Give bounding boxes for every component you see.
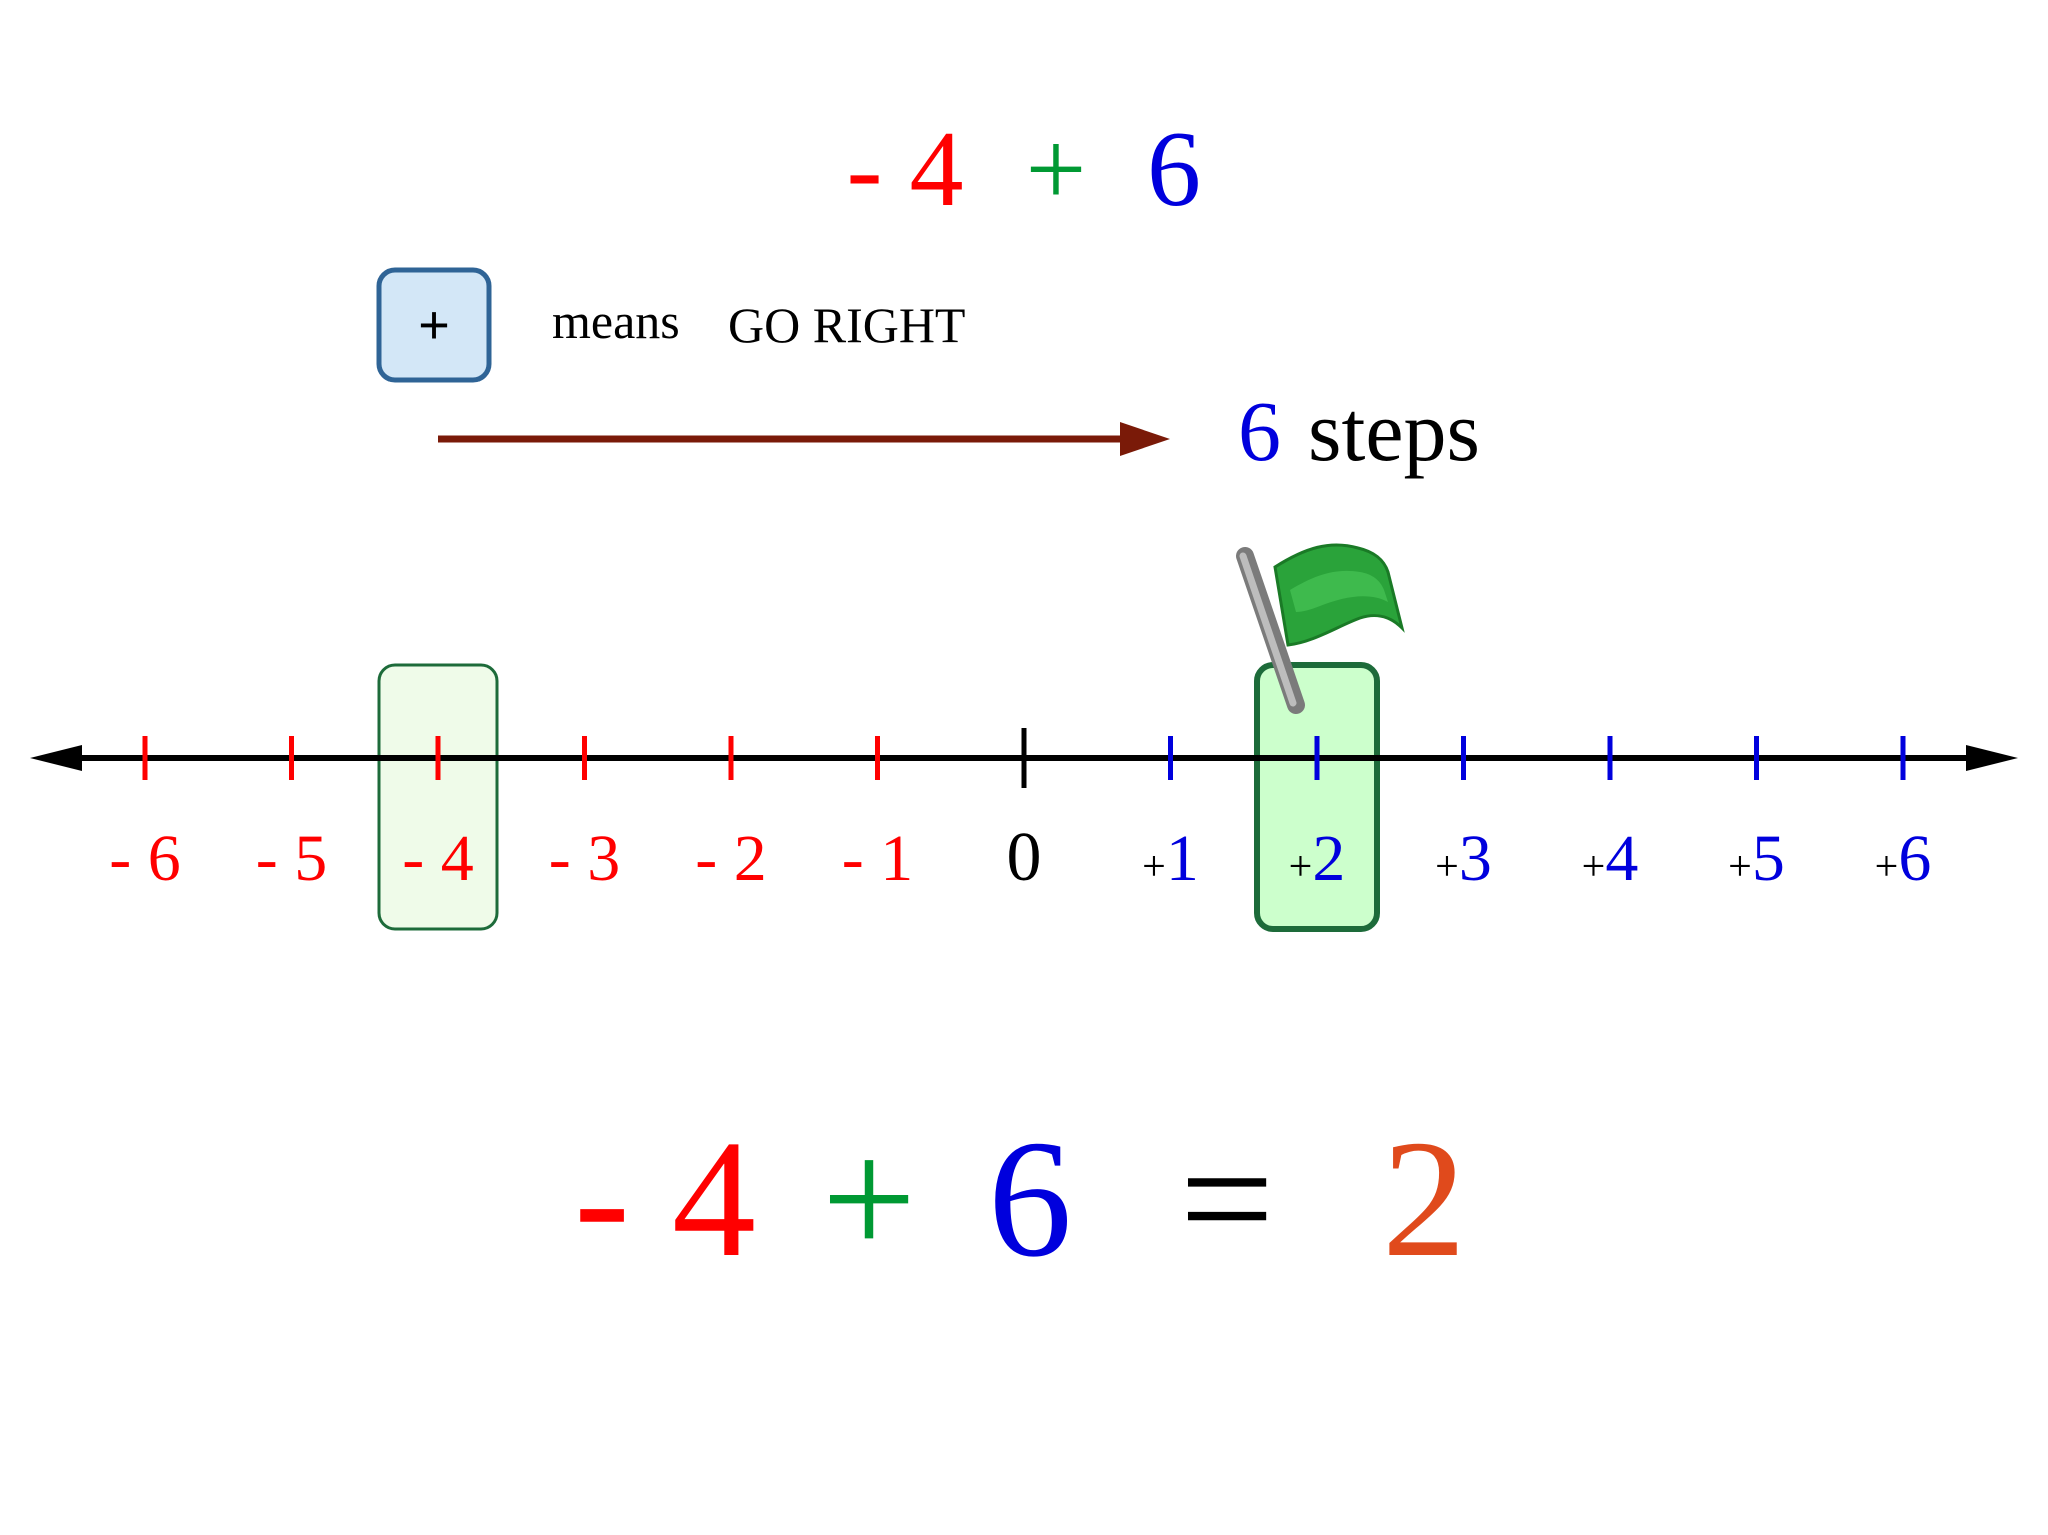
result-answer: 2: [1382, 1106, 1466, 1292]
result-equation: - 4 + 6 = 2: [574, 1106, 1466, 1292]
movement-row: 6 steps: [438, 383, 1480, 479]
tick-label-digit: 5: [1752, 822, 1785, 895]
direction-text: GO RIGHT: [728, 297, 965, 353]
tick-label-pos-3: +3: [1435, 822, 1492, 895]
start-position-highlight: [377, 663, 499, 931]
tick-label-neg-2: - 2: [695, 822, 766, 895]
result-operator: +: [822, 1106, 917, 1292]
tick-label-digit: 4: [441, 822, 474, 895]
tick-label-neg-3: - 3: [549, 822, 620, 895]
tick-label-pos-2: +2: [1289, 822, 1346, 895]
tick-label-pos-4: +4: [1582, 822, 1639, 895]
plus-key-box: [376, 267, 492, 383]
step-count: 6: [1238, 383, 1281, 479]
tick-label-digit: 3: [1459, 822, 1492, 895]
tick-label-0: 0: [1007, 819, 1042, 896]
problem-first-number: - 4: [847, 110, 964, 229]
tick-label-digit: 4: [1605, 822, 1638, 895]
green-flag-icon: [1236, 543, 1405, 714]
tick-label-sign: -: [695, 822, 733, 895]
tick-label-digit: 3: [587, 822, 620, 895]
tick-label-pos-1: +1: [1142, 822, 1199, 895]
tick-label-digit: 6: [148, 822, 181, 895]
tick-label-sign: -: [109, 822, 147, 895]
end-position-highlight: [1254, 662, 1380, 932]
tick-label-digit: 1: [1166, 822, 1199, 895]
tick-label-neg-4: - 4: [402, 822, 473, 895]
tick-label-pos-6: +6: [1875, 822, 1932, 895]
problem-operator: +: [1026, 110, 1087, 229]
number-line-ticks: [142, 728, 1906, 788]
result-second-number: 6: [988, 1106, 1072, 1292]
tick-label-sign: -: [549, 822, 587, 895]
axis-left-arrow-icon: [30, 745, 82, 771]
tick-label-digit: 2: [1312, 822, 1345, 895]
tick-label-digit: 1: [880, 822, 913, 895]
tick-label-digit: 5: [294, 822, 327, 895]
tick-label-pos-5: +5: [1728, 822, 1785, 895]
rule-row: + means GO RIGHT: [376, 267, 965, 383]
tick-label-sign: +: [1582, 844, 1606, 890]
tick-label-sign: +: [1289, 844, 1313, 890]
means-text: means: [552, 293, 680, 349]
movement-arrowhead-icon: [1120, 422, 1170, 456]
tick-label-neg-1: - 1: [842, 822, 913, 895]
tick-label-neg-6: - 6: [109, 822, 180, 895]
tick-label-digit: 2: [734, 822, 767, 895]
tick-label-digit: 6: [1898, 822, 1931, 895]
plus-key-symbol: +: [418, 295, 450, 355]
result-first-number: - 4: [574, 1106, 756, 1292]
axis-right-arrow-icon: [1966, 745, 2018, 771]
result-equals-sign: =: [1180, 1106, 1275, 1292]
steps-word: steps: [1308, 383, 1480, 479]
tick-label-sign: -: [842, 822, 880, 895]
problem-expression: - 4 + 6: [847, 110, 1201, 229]
tick-label-sign: +: [1875, 844, 1899, 890]
tick-label-sign: +: [1435, 844, 1459, 890]
tick-label-sign: +: [1142, 844, 1166, 890]
problem-second-number: 6: [1147, 110, 1201, 229]
tick-label-sign: -: [256, 822, 294, 895]
tick-label-sign: -: [402, 822, 440, 895]
tick-label-sign: +: [1728, 844, 1752, 890]
tick-label-neg-5: - 5: [256, 822, 327, 895]
